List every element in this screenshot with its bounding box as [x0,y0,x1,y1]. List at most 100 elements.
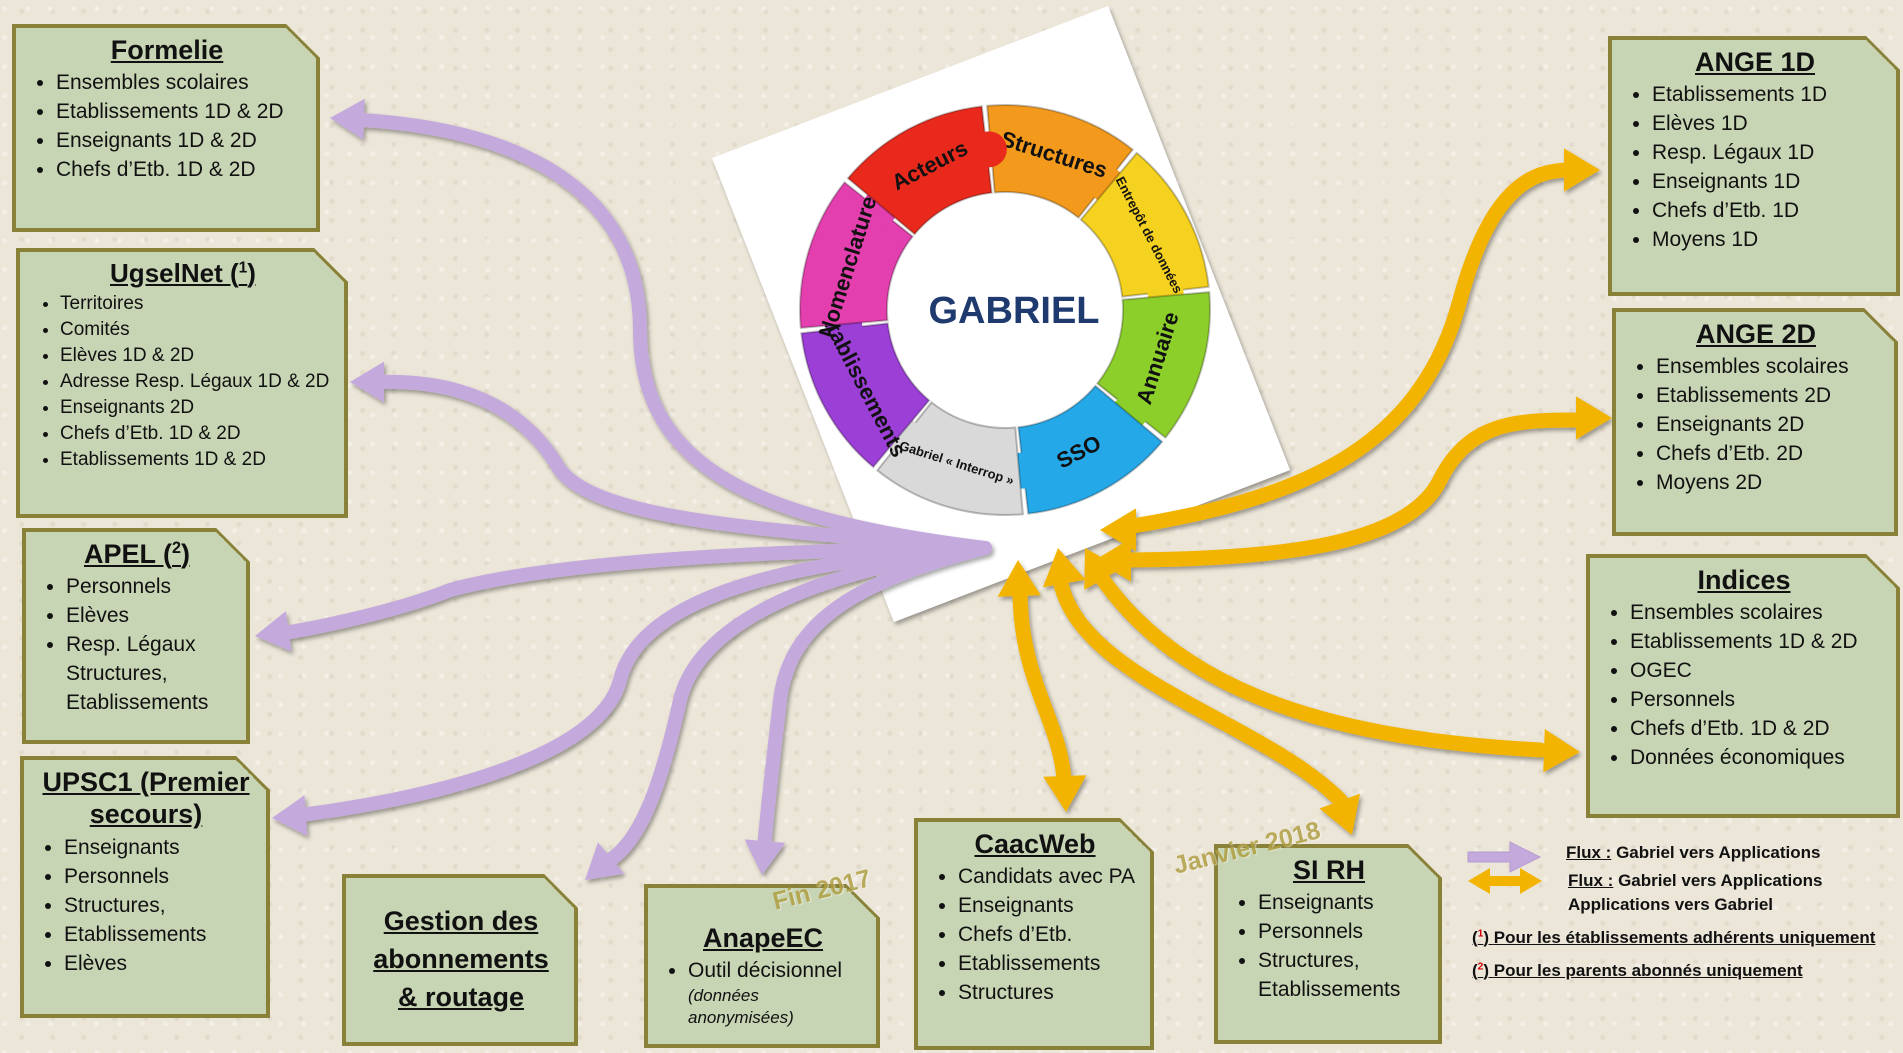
box-title: APEL (2) [83,539,191,569]
list-item: Enseignants 2D [1656,410,1882,439]
list-item: Resp. Légaux 1D [1652,138,1884,167]
list-item: Enseignants [958,891,1138,920]
arrow-head [997,560,1041,597]
box-ange1d: ANGE 1D Etablissements 1D Elèves 1D Resp… [1608,36,1900,296]
list-item: Ensembles scolaires [56,68,304,97]
list-item: Etablissements [958,949,1138,978]
footnote-2: (2) Pour les parents abonnés uniquement [1472,961,1803,980]
list-item: Territoires [60,291,332,317]
box-caacweb: CaacWeb Candidats avec PA Enseignants Ch… [914,818,1154,1050]
arrow-head [350,361,384,403]
arrow-head [1319,793,1360,835]
arrow-head [1100,508,1136,552]
list-item: Moyens 2D [1656,468,1882,497]
box-title: CaacWeb [974,829,1096,859]
box-upsc1: UPSC1 (Premier secours) Enseignants Pers… [20,756,270,1018]
sub-note: (données anonymisées) [688,986,794,1028]
arrow-head [1042,548,1086,588]
box-gestion: Gestion des abonnements & routage [342,874,578,1046]
list-item: Chefs d’Etb. 1D [1652,196,1884,225]
legend-purple: Flux : Gabriel vers Applications [1566,843,1821,862]
box-anapeec: AnapeEC Outil décisionnel(données anonym… [644,884,880,1048]
hub-piece [1017,384,1164,515]
box-title: UgselNet (1) [110,258,256,288]
list-item: Etablissements 1D & 2D [1630,627,1884,656]
arrow-line [757,541,992,857]
purple-arrows [255,98,992,880]
list-item: Enseignants [1258,888,1426,917]
box-sirh: SI RH Enseignants Personnels Structures,… [1214,844,1442,1044]
hub-piece-knob [970,131,1007,168]
box-title: UPSC1 (Premier secours) [42,767,250,830]
list-item: Moyens 1D [1652,225,1884,254]
box-title: AnapeEC [702,923,824,953]
arrow-head [255,611,292,652]
box-formelie: Formelie Ensembles scolaires Etablisseme… [12,24,320,232]
arrow-line [1112,162,1578,536]
list-item: Personnels [1630,685,1884,714]
gold-arrows [997,148,1612,835]
list-item: Comités [60,317,332,343]
legend-flux-label: Flux : [1566,843,1612,862]
box-apel: APEL (2) Personnels Elèves Resp. Légaux … [22,528,250,744]
list-item: Elèves 1D & 2D [60,343,332,369]
arrow-line [373,374,992,555]
hub-piece [1079,151,1210,298]
list-item: Etablissements 2D [1656,381,1882,410]
arrow-head [1084,548,1122,590]
arrow-line [293,541,992,822]
list-item: Adresse Resp. Légaux 1D & 2D [60,369,332,395]
box-ugselnet: UgselNet (1) Territoires Comités Elèves … [16,248,348,518]
arrow-line [1052,572,1348,808]
list-item: Etablissements 1D [1652,80,1884,109]
arrow-line [1107,412,1588,568]
legend-gold: Flux : Gabriel vers Applications Applica… [1568,871,1823,914]
list-item: Candidats avec PA [958,862,1138,891]
list-item: Structures [958,978,1138,1007]
legend-gold-arrow [1468,868,1542,894]
list-item: Elèves 1D [1652,109,1884,138]
arrow-head [1564,148,1600,192]
arrow-line [283,541,992,639]
list-item: Personnels [1258,917,1426,946]
footnote-1: (1) Pour les établissements adhérents un… [1472,928,1876,947]
list-item: Données économiques [1630,743,1884,772]
list-item: OGEC [1630,656,1884,685]
list-item: Personnels [66,572,234,601]
list-item: Outil décisionnel(données anonymisées) [688,956,864,1029]
arrow-head [272,795,308,836]
hub-piece [846,105,993,236]
box-title: SI RH [1292,855,1365,885]
hub-piece [800,322,931,469]
arrow-head [330,98,365,140]
list-item: Structures, [64,891,254,920]
arrow-line [1087,560,1548,758]
list-item: Enseignants [64,833,254,862]
list-item: Chefs d’Etb. 1D & 2D [56,155,304,184]
box-title: Formelie [110,35,224,65]
box-title: Indices [1697,565,1791,595]
arrow-head [1543,729,1580,773]
arrow-head [585,842,625,880]
list-item: Etablissements [64,920,254,949]
legend-flux-label: Flux : [1568,871,1614,890]
arrow-head [1043,775,1087,812]
list-item: Chefs d’Etb. 2D [1656,439,1882,468]
arrow-head [1576,396,1612,440]
legend-purple-arrow [1467,841,1542,873]
list-item: Etablissements 1D & 2D [60,447,332,473]
arrow-head [744,839,786,875]
box-ange2d: ANGE 2D Ensembles scolaires Etablissemen… [1612,308,1898,536]
arrow-line [603,541,992,867]
list-item: Etablissements 1D & 2D [56,97,304,126]
list-item: Structures, Etablissements [1258,946,1426,1004]
list-item: Enseignants 2D [60,395,332,421]
box-title: Gestion des abonnements & routage [373,906,549,1012]
list-item: Personnels [64,862,254,891]
list-item: Resp. Légaux Structures, Etablissements [66,630,234,717]
list-item: Enseignants 1D [1652,167,1884,196]
list-item: Elèves [66,601,234,630]
arrow-line [1012,582,1072,788]
